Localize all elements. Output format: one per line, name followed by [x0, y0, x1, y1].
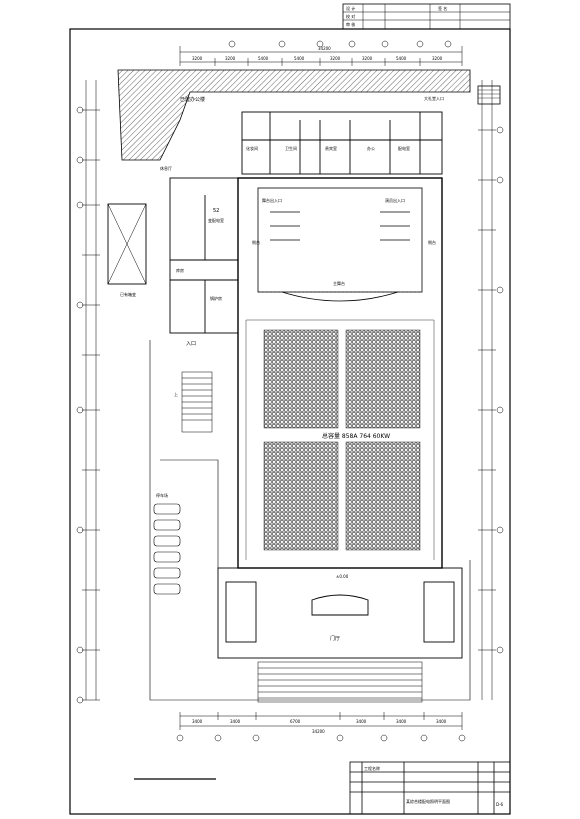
stair-up-label: 上	[174, 391, 178, 397]
bottom-dimensions	[179, 712, 463, 730]
axis-bubbles-top	[228, 40, 452, 48]
entrance-lobby-label: 大礼堂入口	[424, 95, 444, 101]
boiler-label: 锅炉房	[210, 295, 222, 301]
stage-fixtures	[270, 211, 410, 241]
drawing-number: D-6	[496, 802, 504, 807]
upper-wing	[241, 111, 443, 175]
lounge-label: 休息厅	[160, 165, 172, 171]
drawing-title: 某综合楼配电照明平面图	[406, 798, 450, 804]
parking-label: 停车场	[156, 492, 168, 498]
dim-bottom-5: 3400	[396, 719, 407, 724]
upper-room-a: 化妆间	[246, 145, 258, 151]
tb-row-3: 审 核	[346, 21, 355, 27]
lower-lobby	[217, 567, 463, 659]
dim-top-4: 5400	[294, 56, 305, 61]
load-note: 总容量 858A 764 60KW	[322, 432, 390, 440]
dim-bottom-4: 3400	[356, 719, 367, 724]
dim-top-2: 3200	[225, 56, 236, 61]
stage-left-entry: 舞台出入口	[262, 197, 282, 203]
seat-block-ne	[345, 329, 421, 429]
dim-top-5: 3200	[330, 56, 341, 61]
entrance-label: 入口	[186, 341, 196, 347]
upper-room-c: 贵宾室	[325, 145, 337, 151]
car-4	[153, 551, 181, 563]
left-wing	[169, 177, 239, 334]
right-dimensions	[478, 80, 496, 700]
bottom-tb-row-1: 工程名称	[364, 765, 380, 771]
dim-top-1: 3200	[192, 56, 203, 61]
stage-label: 主舞台	[333, 280, 345, 286]
left-dimensions	[82, 80, 100, 701]
site-path	[149, 340, 471, 701]
substation-label: 已有箱变	[120, 291, 136, 297]
axis-bubbles-bottom	[176, 734, 466, 742]
dim-bottom-3: 6700	[290, 719, 301, 724]
hall-wiring	[245, 319, 435, 560]
elevation-mark: ±0.00	[336, 574, 349, 579]
upper-room-d: 办公	[367, 145, 375, 151]
storage-label: 库房	[176, 267, 184, 273]
dim-bottom-2: 3400	[230, 719, 241, 724]
axis-bubbles-left	[76, 106, 84, 704]
front-steps	[257, 661, 423, 703]
tb-row-1: 设 计	[346, 5, 355, 11]
seat-block-nw	[263, 329, 339, 429]
dim-bottom-total: 34200	[312, 729, 325, 734]
room-52: 52	[213, 208, 219, 214]
parking: 停车场	[153, 492, 181, 595]
bottom-title-block	[349, 761, 511, 815]
substation: 已有箱变	[107, 203, 147, 297]
car-2	[153, 519, 181, 531]
seat-block-se	[345, 441, 421, 551]
dim-bottom-6: 3400	[436, 719, 447, 724]
existing-building: 已建办公楼	[117, 69, 471, 161]
dim-top-8: 3200	[432, 56, 443, 61]
upper-room-b: 卫生间	[285, 145, 297, 151]
stage-right-entry: 演员出入口	[385, 197, 405, 203]
dim-top-3: 5400	[258, 56, 269, 61]
entry-hall-label: 门厅	[330, 635, 340, 642]
top-dimensions	[179, 46, 463, 66]
dim-top-total: 34200	[318, 46, 331, 51]
existing-building-label: 已建办公楼	[180, 96, 205, 103]
axis-bubbles-right	[496, 126, 504, 654]
dim-top-6: 3200	[362, 56, 373, 61]
seat-block-sw	[263, 441, 339, 551]
transformer-label: 变配电室	[208, 217, 224, 223]
tb-note: 签 名	[438, 5, 447, 11]
tb-row-2: 校 对	[346, 13, 355, 19]
outer-border	[69, 28, 511, 815]
car-1	[153, 503, 181, 515]
car-6	[153, 583, 181, 595]
dim-bottom-1: 3400	[192, 719, 203, 724]
top-right-block	[477, 85, 501, 105]
dim-top-7: 5400	[396, 56, 407, 61]
seating	[263, 329, 421, 551]
side-stage-right: 侧台	[428, 239, 436, 245]
upper-room-e: 配电室	[398, 145, 410, 151]
car-5	[153, 567, 181, 579]
side-stage-left: 侧台	[252, 239, 260, 245]
car-3	[153, 535, 181, 547]
top-title-block: 设 计 校 对 审 核 签 名	[342, 3, 511, 30]
left-stairs	[181, 371, 213, 433]
